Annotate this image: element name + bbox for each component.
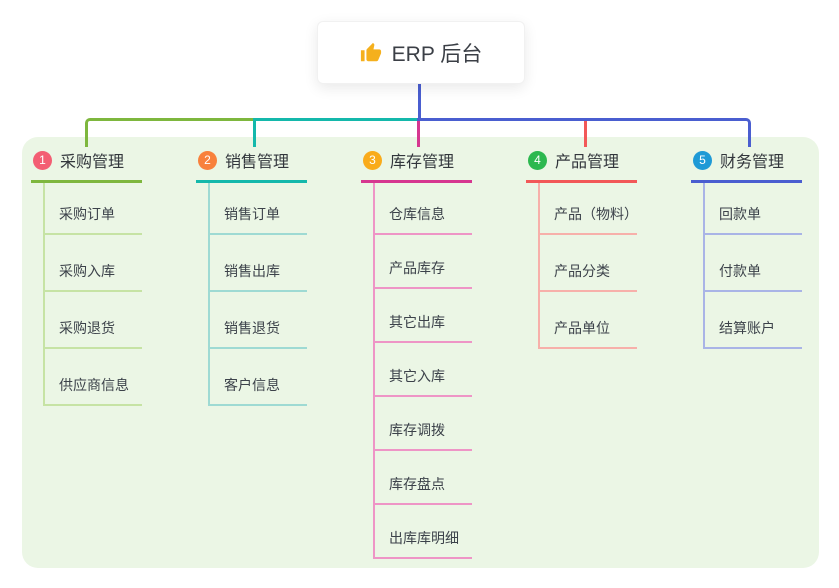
child-item-label: 产品分类	[554, 263, 610, 279]
root-node-erp[interactable]: ERP 后台	[317, 21, 525, 84]
branch-title: 库存管理	[390, 154, 455, 171]
child-item-label: 供应商信息	[59, 377, 129, 393]
branch-children: 采购订单采购入库采购退货供应商信息	[43, 183, 142, 406]
child-item-label: 销售退货	[224, 320, 280, 336]
mindmap-child-item[interactable]: 采购入库	[45, 235, 142, 292]
child-item-label: 回款单	[719, 206, 761, 222]
mindmap-child-item[interactable]: 供应商信息	[45, 349, 142, 406]
child-item-label: 采购入库	[59, 263, 115, 279]
branch-sales-management: 2 销售管理 销售订单销售出库销售退货客户信息	[196, 148, 307, 406]
mindmap-child-item[interactable]: 付款单	[705, 235, 802, 292]
mindmap-child-item[interactable]: 库存调拨	[375, 397, 472, 451]
branch-children: 产品（物料） 产品分类产品单位	[538, 183, 638, 349]
child-item-label: 销售订单	[224, 206, 280, 222]
mindmap-child-item[interactable]: 客户信息	[210, 349, 307, 406]
branch-finance-management: 5 财务管理 回款单付款单结算账户	[691, 148, 802, 349]
branch-title: 采购管理	[60, 154, 125, 171]
child-item-label: 出库库明细	[389, 530, 459, 546]
child-item-label: 仓库信息	[389, 206, 445, 222]
badge-5: 5	[693, 150, 712, 170]
mindmap-child-item[interactable]: 其它出库	[375, 289, 472, 343]
mindmap-child-item[interactable]: 产品库存	[375, 235, 472, 289]
branch-5-connector	[417, 118, 751, 147]
branch-title: 财务管理	[720, 154, 785, 171]
child-item-label: 客户信息	[224, 377, 280, 393]
mindmap-child-item[interactable]: 产品分类	[540, 235, 637, 292]
branch-4-connector	[584, 121, 587, 147]
child-item-label: 采购退货	[59, 320, 115, 336]
child-item-label: 采购订单	[59, 206, 115, 222]
branch-header-inventory[interactable]: 3 库存管理	[361, 148, 472, 183]
mindmap-child-item[interactable]: 其它入库	[375, 343, 472, 397]
branch-inventory-management: 3 库存管理 仓库信息产品库存其它出库其它入库库存调拨库存盘点出库库明细	[361, 148, 472, 559]
child-item-label: 产品单位	[554, 320, 610, 336]
child-item-label: 库存盘点	[389, 476, 445, 492]
mindmap-child-item[interactable]: 销售订单	[210, 183, 307, 235]
badge-2: 2	[198, 150, 217, 170]
mindmap-child-item[interactable]: 出库库明细	[375, 505, 472, 559]
mindmap-child-item[interactable]: 产品（物料）	[540, 183, 638, 235]
branch-product-management: 4 产品管理 产品（物料） 产品分类产品单位	[526, 148, 638, 349]
branch-children: 仓库信息产品库存其它出库其它入库库存调拨库存盘点出库库明细	[373, 183, 472, 559]
thumbs-up-icon	[360, 42, 382, 64]
root-node-label: ERP 后台	[391, 42, 483, 66]
child-item-label: 其它入库	[389, 368, 445, 384]
branch-title: 销售管理	[225, 154, 290, 171]
branch-header-finance[interactable]: 5 财务管理	[691, 148, 802, 183]
child-item-label: 产品（物料）	[554, 206, 638, 222]
branch-1-connector	[85, 118, 253, 147]
mindmap-child-item[interactable]: 库存盘点	[375, 451, 472, 505]
mindmap-child-item[interactable]: 仓库信息	[375, 183, 472, 235]
mindmap-child-item[interactable]: 回款单	[705, 183, 802, 235]
branch-children: 销售订单销售出库销售退货客户信息	[208, 183, 307, 406]
child-item-label: 其它出库	[389, 314, 445, 330]
mindmap-child-item[interactable]: 销售退货	[210, 292, 307, 349]
badge-1: 1	[33, 150, 52, 170]
badge-4: 4	[528, 150, 547, 170]
branch-2-connector	[253, 118, 417, 147]
mindmap-background-panel	[22, 137, 819, 568]
branch-header-product[interactable]: 4 产品管理	[526, 148, 637, 183]
child-item-label: 结算账户	[719, 320, 775, 336]
branch-purchase-management: 1 采购管理 采购订单采购入库采购退货供应商信息	[31, 148, 142, 406]
root-connector-line	[418, 82, 421, 119]
mindmap-child-item[interactable]: 采购退货	[45, 292, 142, 349]
child-item-label: 付款单	[719, 263, 761, 279]
badge-3: 3	[363, 150, 382, 170]
branch-3-connector	[417, 121, 420, 147]
child-item-label: 销售出库	[224, 263, 280, 279]
branch-title: 产品管理	[555, 154, 620, 171]
mindmap-child-item[interactable]: 采购订单	[45, 183, 142, 235]
branch-header-purchase[interactable]: 1 采购管理	[31, 148, 142, 183]
mindmap-child-item[interactable]: 销售出库	[210, 235, 307, 292]
child-item-label: 库存调拨	[389, 422, 445, 438]
mindmap-child-item[interactable]: 结算账户	[705, 292, 802, 349]
mindmap-child-item[interactable]: 产品单位	[540, 292, 637, 349]
branch-children: 回款单付款单结算账户	[703, 183, 802, 349]
child-item-label: 产品库存	[389, 260, 445, 276]
branch-header-sales[interactable]: 2 销售管理	[196, 148, 307, 183]
